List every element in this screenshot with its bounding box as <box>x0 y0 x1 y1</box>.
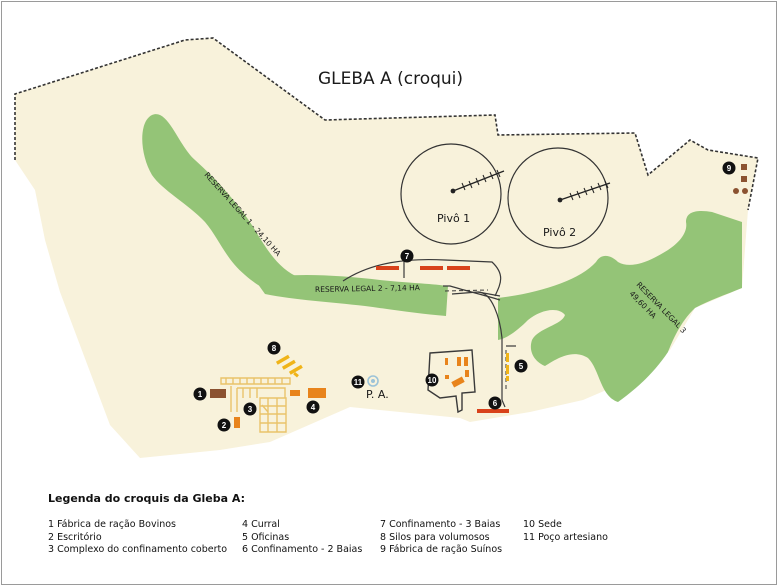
confinamento-3-baias-markers <box>376 266 470 270</box>
fabrica-racao-bovinos-marker <box>210 389 226 398</box>
badge-9: 9 <box>722 161 736 175</box>
sede-area <box>427 349 476 414</box>
legend-item: 3 Complexo do confinamento coberto <box>48 544 228 555</box>
badge-7: 7 <box>400 249 414 263</box>
pivot-2-label: Pivô 2 <box>543 226 576 239</box>
badge-11: 11 <box>351 375 365 389</box>
reserva-legal-2-label: RESERVA LEGAL 2 - 7,14 HA <box>315 283 421 294</box>
roads <box>342 258 516 408</box>
legend-item: 10 Sede <box>523 519 562 530</box>
silos-markers <box>275 354 303 378</box>
reserva-legal-2 <box>255 275 448 316</box>
poco-artesiano-marker: P. A. <box>366 375 389 401</box>
legend-title: Legenda do croquis da Gleba A: <box>48 492 246 505</box>
legend-column-3: 7 Confinamento - 3 Baias 8 Silos para vo… <box>380 519 523 557</box>
property-boundary <box>14 37 759 211</box>
badge-number: 4 <box>311 403 316 412</box>
badge-number: 10 <box>428 376 437 385</box>
badge-number: 6 <box>493 399 498 408</box>
escritorio-marker <box>234 417 240 428</box>
legend-column-2: 4 Curral 5 Oficinas 6 Confinamento - 2 B… <box>242 519 380 557</box>
badge-10: 10 <box>425 373 439 387</box>
badge-number: 5 <box>519 362 524 371</box>
reserva-legal-1 <box>142 114 320 300</box>
legend-columns: 1 Fábrica de ração Bovinos 2 Escritório … <box>48 519 748 557</box>
badge-number: 7 <box>405 252 410 261</box>
badge-8: 8 <box>267 341 281 355</box>
badge-6: 6 <box>488 396 502 410</box>
badge-number: 11 <box>354 378 363 387</box>
badge-number: 3 <box>248 405 253 414</box>
badge-number: 1 <box>198 390 203 399</box>
map-title: GLEBA A (croqui) <box>318 69 463 89</box>
badge-number: 8 <box>272 344 277 353</box>
fabrica-racao-suinos-marker <box>733 164 748 194</box>
badge-number: 9 <box>727 164 732 173</box>
map-badges: 1 2 3 4 5 6 7 8 9 10 11 <box>193 161 736 432</box>
legend-item: 9 Fábrica de ração Suínos <box>380 544 503 555</box>
legend-column-1: 1 Fábrica de ração Bovinos 2 Escritório … <box>48 519 242 557</box>
poco-artesiano-label: P. A. <box>366 388 389 401</box>
pivot-2: Pivô 2 <box>507 147 611 249</box>
legend-column-4: 10 Sede 11 Poço artesiano <box>523 519 608 557</box>
legend-item: 6 Confinamento - 2 Baias <box>242 544 363 555</box>
oficinas-markers <box>506 353 509 381</box>
curral-markers <box>290 388 326 398</box>
confinamento-2-baias-marker <box>477 409 509 413</box>
legend-item: 8 Silos para volumosos <box>380 531 490 543</box>
badge-1: 1 <box>193 387 207 401</box>
legend-item: 7 Confinamento - 3 Baias <box>380 519 501 530</box>
badge-3: 3 <box>243 402 257 416</box>
legend: Legenda do croquis da Gleba A: 1 Fábrica… <box>48 492 748 557</box>
legend-item: 4 Curral <box>242 519 280 530</box>
legend-item: 5 Oficinas <box>242 531 290 543</box>
legend-item: 1 Fábrica de ração Bovinos <box>48 519 176 530</box>
pivot-1: Pivô 1 <box>400 143 505 245</box>
badge-number: 2 <box>222 421 227 430</box>
badge-2: 2 <box>217 418 231 432</box>
reserva-legal-3 <box>498 211 742 402</box>
badge-5: 5 <box>514 359 528 373</box>
legend-item: 11 Poço artesiano <box>523 531 608 543</box>
badge-4: 4 <box>306 400 320 414</box>
pivot-1-label: Pivô 1 <box>437 212 470 225</box>
farm-map: Pivô 1 Pivô 2 RESERVA LEGAL 1 - 24,10 HA… <box>14 37 759 458</box>
legend-item: 2 Escritório <box>48 531 102 543</box>
complexo-confinamento-markers <box>220 377 291 433</box>
